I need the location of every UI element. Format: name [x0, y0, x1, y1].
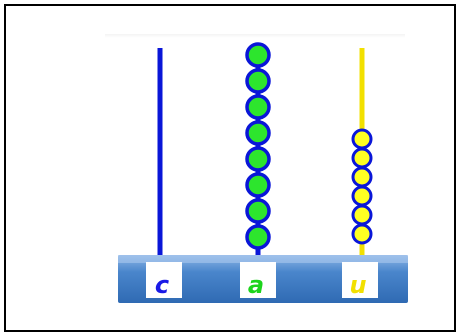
bead-a-6	[245, 94, 271, 120]
bead-u-4	[351, 166, 373, 188]
bead-a-4	[245, 146, 271, 172]
bead-a-7	[245, 68, 271, 94]
bead-u-3	[351, 185, 373, 207]
top-strip	[105, 34, 405, 38]
label-a: a	[248, 271, 264, 299]
bead-u-1	[351, 223, 373, 245]
label-box-a	[240, 262, 276, 298]
bead-u-6	[351, 128, 373, 150]
bead-a-8	[245, 42, 271, 68]
label-c: c	[155, 271, 169, 299]
label-u: u	[349, 271, 366, 299]
rod-c	[157, 48, 163, 257]
bead-a-2	[245, 198, 271, 224]
bead-a-5	[245, 120, 271, 146]
bead-u-5	[351, 147, 373, 169]
beads	[245, 42, 373, 250]
bead-u-2	[351, 204, 373, 226]
bead-a-1	[245, 224, 271, 250]
label-box-u	[342, 262, 378, 298]
label-box-c	[146, 262, 182, 298]
bead-a-3	[245, 172, 271, 198]
